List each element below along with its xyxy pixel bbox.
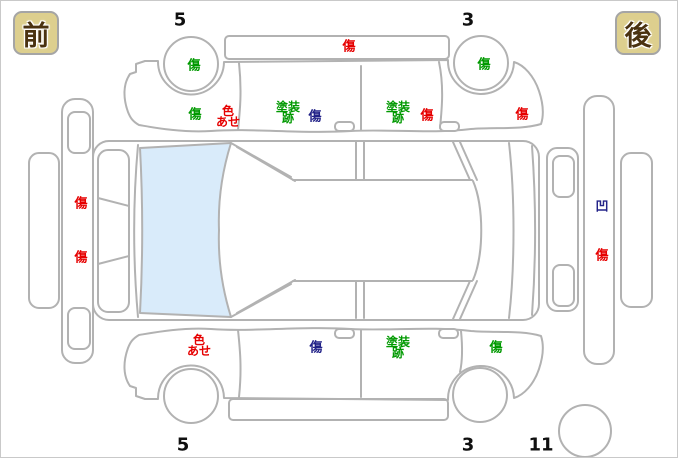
- left-front-tire: [163, 368, 219, 424]
- right-front-tire: [163, 36, 219, 92]
- right-sill-strip: [224, 35, 450, 60]
- damage-label-right-front-fender: 傷: [188, 107, 202, 123]
- damage-label-right-front-wheel: 傷: [187, 58, 201, 74]
- damage-label-right-rear-door-scratch: 傷: [420, 108, 434, 124]
- damage-label-left-front-door-dent: 傷: [309, 340, 323, 356]
- damage-label-right-front-door: 塗装跡: [275, 100, 301, 125]
- tread-depth-rear-bottom: 3: [461, 434, 475, 456]
- front-panel-strip: [61, 98, 94, 364]
- rear-bumper-strip: [620, 152, 653, 308]
- taillight-bottom: [552, 264, 575, 307]
- damage-label-right-side-sill: 傷: [342, 39, 356, 55]
- taillight-top: [552, 155, 575, 198]
- damage-label-rear-gate-scratch: 傷: [595, 248, 609, 264]
- damage-label-left-rear-door: 塗装跡: [385, 335, 411, 360]
- door-handle: [334, 328, 355, 339]
- door-handle: [334, 121, 355, 132]
- left-rear-tire: [452, 367, 508, 423]
- hood-line: [133, 144, 139, 318]
- tread-depth-front-top: 5: [173, 9, 187, 31]
- damage-label-front-panel-lower: 傷: [74, 250, 88, 266]
- tail-panel-strip: [546, 147, 579, 312]
- front-bumper-strip: [28, 152, 60, 309]
- right-rear-tire: [453, 35, 509, 91]
- c-pillar: [452, 141, 471, 181]
- damage-label-right-front-door-dent: 傷: [308, 109, 322, 125]
- damage-label-left-front-fender-fade: 色あせ: [186, 333, 212, 358]
- damage-label-front-panel-upper: 傷: [74, 196, 88, 212]
- rear-button[interactable]: 後: [615, 11, 661, 55]
- damage-label-rear-gate-dent: 凹: [595, 199, 609, 215]
- spare-tire: [558, 404, 612, 457]
- tread-depth-spare: 11: [528, 434, 554, 456]
- right-side-view: [123, 35, 544, 133]
- tread-depth-rear-top: 3: [461, 9, 475, 31]
- damage-label-right-quarter-panel: 傷: [515, 107, 529, 123]
- rear-gate-strip: [583, 95, 615, 365]
- damage-label-left-quarter-panel: 傷: [489, 340, 503, 356]
- top-view: [92, 140, 540, 321]
- damage-label-right-front-fender-fade: 色あせ: [215, 104, 241, 129]
- front-button[interactable]: 前: [13, 11, 59, 55]
- tread-depth-front-bottom: 5: [176, 434, 190, 456]
- front-fascia: [97, 149, 130, 313]
- door-handle: [438, 328, 459, 339]
- damage-label-right-rear-wheel: 傷: [477, 57, 491, 73]
- left-side-view: [123, 327, 612, 457]
- left-sill-strip: [228, 398, 449, 421]
- damage-label-right-rear-door: 塗装跡: [385, 100, 411, 125]
- door-handle: [439, 121, 460, 132]
- headlight-bottom: [67, 307, 91, 350]
- headlight-top: [67, 111, 91, 154]
- rear-window-edge: [472, 180, 483, 281]
- windshield-glass: [139, 142, 232, 318]
